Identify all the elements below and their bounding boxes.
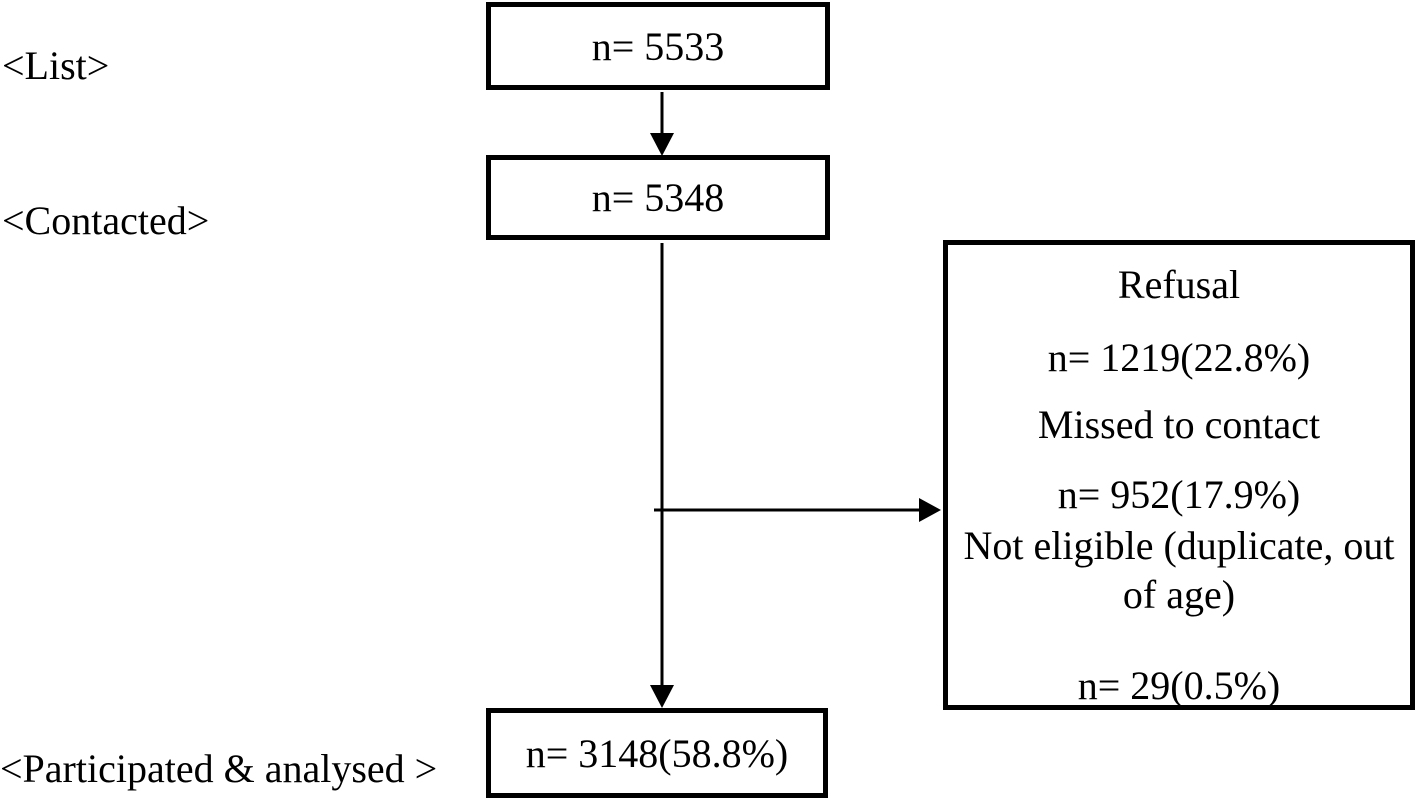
exclusion-box: Refusal n= 1219(22.8%) Missed to contact… — [943, 240, 1415, 710]
arrow-list-to-contacted-icon — [650, 92, 674, 156]
stage-label-contacted: <Contacted> — [2, 198, 210, 243]
exclusion-line: Not eligible (duplicate, out — [963, 523, 1395, 568]
stage-label-participated: <Participated & analysed > — [0, 746, 438, 791]
flow-box-list: n= 5533 — [486, 2, 830, 90]
exclusion-line: n= 1219(22.8%) — [1047, 335, 1311, 380]
exclusion-line: n= 952(17.9%) — [1057, 472, 1301, 517]
flow-box-list-value: n= 5533 — [591, 23, 725, 69]
flow-box-contacted-value: n= 5348 — [591, 175, 725, 220]
arrow-contacted-to-participated-icon — [650, 243, 674, 708]
stage-label-list: <List> — [2, 43, 110, 88]
exclusion-line: of age) — [1122, 572, 1236, 617]
exclusion-line: Refusal — [1117, 262, 1241, 307]
flow-box-participated-value: n= 3148(58.8%) — [525, 730, 789, 776]
flow-box-participated: n= 3148(58.8%) — [486, 708, 828, 798]
exclusion-line: n= 29(0.5%) — [1077, 663, 1281, 708]
arrow-branch-to-exclusions-icon — [654, 498, 941, 522]
flow-box-contacted: n= 5348 — [486, 155, 830, 240]
exclusion-line: Missed to contact — [1037, 402, 1321, 447]
